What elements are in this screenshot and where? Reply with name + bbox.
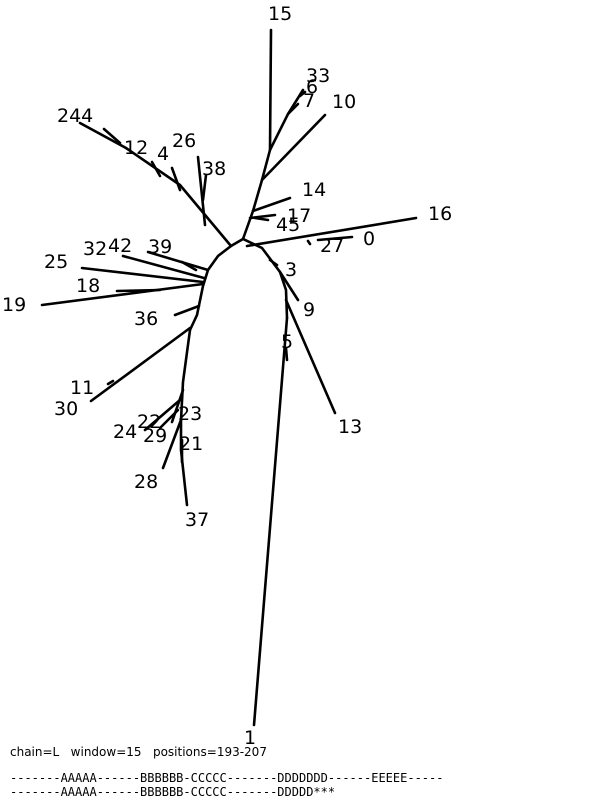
secondary-structure-top: -------AAAAA------BBBBBB-CCCCC-------DDD… [10, 771, 444, 785]
branch-18 [115, 288, 162, 293]
leaf-label: 5 [281, 331, 293, 353]
leaf-label: 12 [124, 137, 148, 159]
branch-36 [173, 304, 201, 317]
leaf-label: 22 [137, 411, 161, 433]
leaf-label: 11 [70, 377, 94, 399]
leaf-label: 28 [134, 471, 158, 493]
leaf-label: 18 [76, 275, 100, 297]
leaf-label: 9 [303, 299, 315, 321]
hub-left [188, 244, 233, 332]
branch-45 [253, 216, 270, 222]
leaf-label: 4 [157, 143, 169, 165]
branch-12 [150, 160, 162, 178]
leaf-label: 25 [44, 251, 68, 273]
branch-38 [201, 173, 208, 202]
branch-10 [260, 113, 327, 182]
branch-14 [251, 196, 292, 213]
branch-13 [284, 298, 337, 415]
branch-23 [170, 388, 185, 424]
branch-28 [161, 418, 183, 470]
branch-9 [278, 270, 300, 302]
leaf-label: 37 [185, 509, 209, 531]
leaf-label: 24 [113, 421, 137, 443]
branch-17 [248, 213, 277, 220]
branch-1 [252, 316, 289, 727]
branch-22-24 [143, 398, 182, 432]
leaf-label: 13 [338, 416, 362, 438]
leaf-label: 33 [306, 65, 330, 87]
leaf-label: 42 [108, 235, 132, 257]
leaf-label: 29 [143, 425, 167, 447]
branch-4 [170, 166, 182, 192]
branch-7 [286, 102, 300, 116]
branch-244 [78, 121, 233, 248]
branch-5 [284, 346, 289, 362]
branch-42 [180, 260, 198, 272]
leaf-label: 27 [320, 235, 344, 257]
branch-244-tip [102, 127, 122, 145]
branch-26-38 [196, 155, 207, 227]
leaf-label: 26 [172, 130, 196, 152]
hub-branch [229, 237, 289, 320]
leaf-label: 6 [306, 76, 318, 98]
leaf-label: 244 [57, 105, 93, 127]
branch-0 [316, 235, 354, 242]
leaf-label: 30 [54, 398, 78, 420]
secondary-structure-bottom: -------AAAAA------BBBBBB-CCCCC-------DDD… [10, 785, 336, 799]
branch-29 [158, 408, 180, 430]
leaf-label: 1 [244, 727, 256, 749]
leaf-label: 3 [285, 259, 297, 281]
leaf-label: 17 [287, 205, 311, 227]
branch-19 [40, 282, 205, 307]
branch-39 [146, 250, 210, 272]
leaf-label: 39 [148, 236, 172, 258]
leaf-label: 32 [83, 238, 107, 260]
branch-3 [268, 258, 279, 267]
branch-27 [306, 239, 312, 246]
leaf-label: 10 [332, 91, 356, 113]
tree-branches [40, 28, 418, 727]
leaf-label: 21 [179, 433, 203, 455]
branch-6 [298, 90, 307, 98]
branch-30 [89, 326, 192, 403]
leaf-label: 19 [2, 294, 26, 316]
leaf-label: 7 [303, 90, 315, 112]
leaf-label: 38 [202, 158, 226, 180]
leaf-label: 14 [302, 179, 326, 201]
leaf-label: 45 [276, 214, 300, 236]
leaf-label: 0 [363, 228, 375, 250]
branch-15 [241, 28, 273, 241]
leaf-label: 23 [178, 403, 202, 425]
branch-11 [106, 379, 115, 386]
run-parameters: chain=L window=15 positions=193-207 [10, 745, 267, 759]
leaf-label: 15 [268, 3, 292, 25]
branch-25 [80, 266, 205, 284]
leaf-label: 36 [134, 308, 158, 330]
branch-32 [121, 254, 206, 280]
leaf-label: 16 [428, 203, 452, 225]
branch-16 [245, 216, 418, 248]
